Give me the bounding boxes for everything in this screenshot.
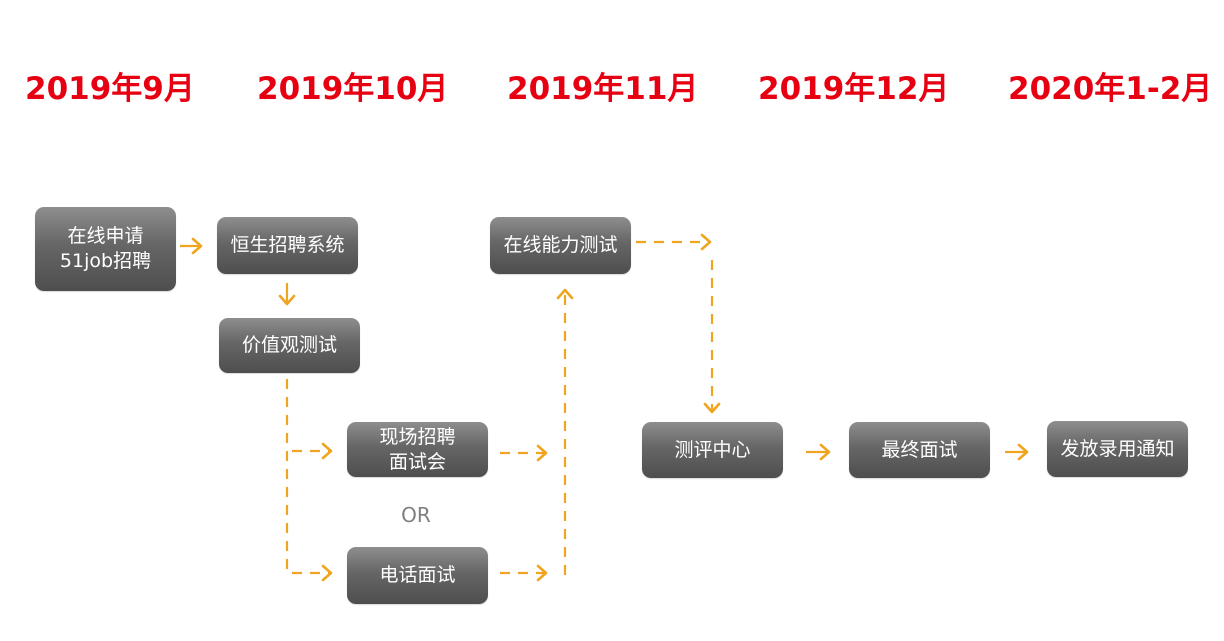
step-final-interview: 最终面试 <box>849 422 990 478</box>
step-online-ability-test-label: 在线能力测试 <box>503 234 618 256</box>
or-label: OR <box>401 503 431 527</box>
timeline-month-2019-09: 2019年9月 <box>25 71 195 107</box>
step-online-ability-test: 在线能力测试 <box>490 217 631 274</box>
step-values-test: 价值观测试 <box>219 318 360 373</box>
step-onsite-fair-line1: 现场招聘 <box>379 425 456 448</box>
arrow-interviews-to-ability-test <box>500 288 574 582</box>
step-final-interview-label: 最终面试 <box>881 438 958 461</box>
step-onsite-fair: 现场招聘 面试会 <box>347 422 488 477</box>
step-recruitment-system-label: 恒生招聘系统 <box>230 234 345 256</box>
step-assessment-center-label: 测评中心 <box>674 438 751 461</box>
timeline-month-2019-12: 2019年12月 <box>758 71 950 107</box>
step-online-apply-line1: 在线申请 <box>67 225 144 247</box>
arrow-final-to-offer <box>1005 443 1029 461</box>
step-recruitment-system: 恒生招聘系统 <box>217 217 358 274</box>
timeline-month-2019-11: 2019年11月 <box>507 71 699 107</box>
step-assessment-center: 测评中心 <box>642 422 783 478</box>
step-online-apply: 在线申请 51job招聘 <box>35 207 176 291</box>
timeline-month-2019-10: 2019年10月 <box>257 71 449 107</box>
step-values-test-label: 价值观测试 <box>241 334 337 356</box>
step-online-apply-line2: 51job招聘 <box>59 250 152 272</box>
step-offer-notice-label: 发放录用通知 <box>1060 437 1175 460</box>
step-onsite-fair-line2: 面试会 <box>388 450 446 473</box>
step-offer-notice: 发放录用通知 <box>1047 421 1188 477</box>
arrow-ability-test-to-assessment <box>636 233 721 414</box>
arrow-system-to-values-test <box>278 283 296 306</box>
branch-values-test <box>285 379 333 582</box>
step-phone-interview: 电话面试 <box>347 547 488 604</box>
arrow-apply-to-system <box>180 237 203 255</box>
arrow-assessment-to-final <box>806 443 831 461</box>
step-phone-interview-label: 电话面试 <box>379 564 456 586</box>
timeline-month-2020-01-02: 2020年1-2月 <box>1008 71 1213 107</box>
